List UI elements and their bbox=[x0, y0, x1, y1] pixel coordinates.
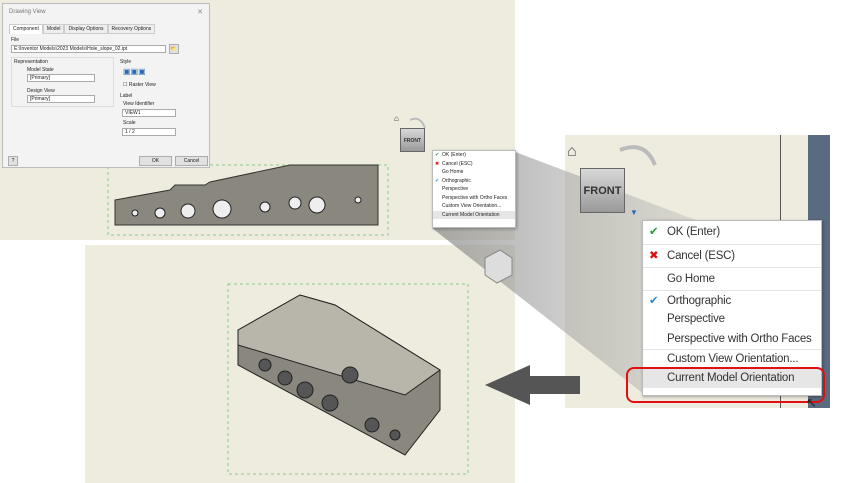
file-select[interactable]: E:\Inventor Models\2023 Models\Hole_slop… bbox=[11, 45, 166, 53]
representation-label: Representation bbox=[14, 59, 48, 65]
file-label: File bbox=[11, 37, 20, 43]
menu-item-perspective-ortho[interactable]: Perspective with Ortho Faces bbox=[667, 333, 812, 345]
menu-item-ok[interactable]: ✔OK (Enter) bbox=[643, 221, 821, 244]
design-view-select[interactable]: [Primary] bbox=[27, 95, 95, 103]
style-buttons[interactable]: ▣▣▣ bbox=[123, 67, 146, 76]
cursor-icon: ↖ bbox=[806, 395, 817, 410]
view-identifier-input[interactable]: VIEW1 bbox=[122, 109, 176, 117]
part-iso-view bbox=[227, 283, 469, 475]
viewcube-context-menu-small: ✔OK (Enter) ✖Cancel (ESC) Go Home ✔Ortho… bbox=[432, 150, 516, 228]
open-file-button[interactable]: 📂 bbox=[169, 44, 179, 54]
view-identifier-label: View Identifier bbox=[123, 101, 155, 107]
ok-button[interactable]: OK bbox=[139, 156, 172, 166]
home-icon[interactable]: ⌂ bbox=[567, 143, 577, 160]
raster-view-checkbox[interactable]: ☐ Raster View bbox=[123, 82, 156, 88]
menu-item-ok[interactable]: ✔OK (Enter) bbox=[435, 152, 466, 158]
viewcube-small[interactable]: FRONT bbox=[400, 128, 425, 152]
menu-item-current-model-orientation[interactable]: Current Model Orientation bbox=[433, 210, 515, 219]
viewcube-rotated-icon bbox=[484, 249, 513, 284]
design-view-label: Design View bbox=[27, 88, 55, 94]
part-side-view bbox=[107, 164, 389, 236]
menu-item-custom-view[interactable]: Custom View Orientation... bbox=[442, 203, 502, 209]
tab-display-options[interactable]: Display Options bbox=[64, 24, 108, 34]
menu-item-go-home[interactable]: Go Home bbox=[643, 267, 821, 290]
dialog-title: Drawing View bbox=[9, 9, 46, 15]
menu-item-current-model-orientation[interactable]: Current Model Orientation bbox=[643, 368, 821, 388]
scale-select[interactable]: 1 / 2 bbox=[122, 128, 176, 136]
tab-model[interactable]: Model bbox=[42, 24, 65, 34]
help-button[interactable]: ? bbox=[8, 156, 18, 166]
tab-recovery-options[interactable]: Recovery Options bbox=[107, 24, 156, 34]
menu-item-cancel[interactable]: ✖Cancel (ESC) bbox=[435, 160, 473, 167]
menu-item-perspective-ortho[interactable]: Perspective with Ortho Faces bbox=[442, 194, 508, 201]
menu-item-orthographic[interactable]: ✔Orthographic bbox=[643, 290, 821, 310]
viewcube[interactable]: FRONT bbox=[580, 168, 625, 213]
viewcube-menu-arrow[interactable]: ▼ bbox=[630, 208, 638, 217]
model-state-label: Model State bbox=[27, 67, 54, 73]
viewcube-context-menu: ✔OK (Enter) ✖Cancel (ESC) Go Home ✔Ortho… bbox=[642, 220, 822, 396]
highlight-callout bbox=[626, 367, 825, 403]
menu-item-perspective[interactable]: Perspective bbox=[667, 313, 725, 325]
menu-item-go-home[interactable]: Go Home bbox=[442, 169, 464, 175]
style-label: Style bbox=[120, 59, 132, 65]
checkmark-icon: ✔ bbox=[649, 295, 659, 307]
check-icon: ✔ bbox=[649, 226, 659, 238]
menu-item-orthographic[interactable]: ✔Orthographic bbox=[435, 177, 471, 184]
drawing-view-dialog: Drawing View ✕ Component Model Display O… bbox=[2, 3, 210, 168]
label-group-label: Label bbox=[120, 93, 133, 99]
x-icon: ✖ bbox=[649, 250, 659, 262]
menu-item-cancel[interactable]: ✖Cancel (ESC) bbox=[643, 244, 821, 267]
left-arrow bbox=[485, 365, 580, 405]
scale-label: Scale bbox=[123, 120, 136, 126]
cancel-button[interactable]: Cancel bbox=[175, 156, 208, 166]
menu-item-perspective[interactable]: Perspective bbox=[442, 186, 469, 192]
tab-component[interactable]: Component bbox=[9, 24, 43, 34]
orbit-arrows-icon bbox=[409, 117, 657, 166]
home-icon-small[interactable]: ⌂ bbox=[394, 114, 399, 123]
model-state-select[interactable]: [Primary] bbox=[27, 74, 95, 82]
close-icon[interactable]: ✕ bbox=[197, 9, 203, 16]
menu-item-custom-view[interactable]: Custom View Orientation... bbox=[643, 349, 821, 368]
